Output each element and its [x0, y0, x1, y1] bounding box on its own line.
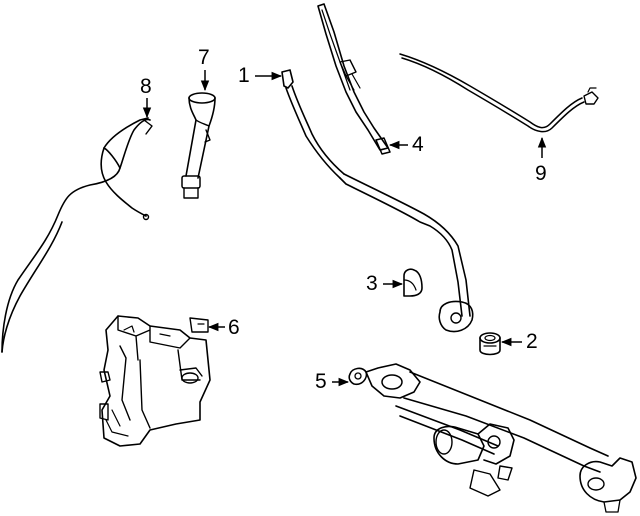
rear-washer-hose-part [399, 53, 599, 133]
callout-label-1: 1 [238, 64, 250, 87]
callout-label-8: 8 [140, 75, 152, 98]
callout-6: 6 [207, 316, 240, 339]
arm-cap-part [403, 268, 423, 297]
callout-3: 3 [366, 272, 404, 295]
wiper-linkage-motor-part [348, 363, 637, 513]
callout-label-5: 5 [315, 370, 327, 393]
callout-9: 9 [535, 136, 547, 185]
callout-5: 5 [315, 370, 350, 393]
callout-2: 2 [500, 330, 538, 353]
wiper-arm-part [281, 69, 474, 333]
callout-label-9: 9 [535, 162, 547, 185]
callout-7: 7 [198, 46, 210, 92]
washer-hose-part [1, 117, 153, 353]
pivot-nut-part [479, 332, 501, 356]
washer-reservoir-part [99, 315, 211, 447]
callout-4: 4 [388, 133, 424, 156]
wiper-blade-part [317, 3, 391, 155]
callout-label-7: 7 [198, 46, 210, 69]
callout-8: 8 [140, 75, 152, 119]
callout-label-3: 3 [366, 272, 378, 295]
callout-label-4: 4 [412, 133, 424, 156]
filler-neck-part [181, 92, 216, 199]
callout-label-2: 2 [526, 330, 538, 353]
callout-1: 1 [238, 64, 283, 87]
callout-label-6: 6 [228, 316, 240, 339]
